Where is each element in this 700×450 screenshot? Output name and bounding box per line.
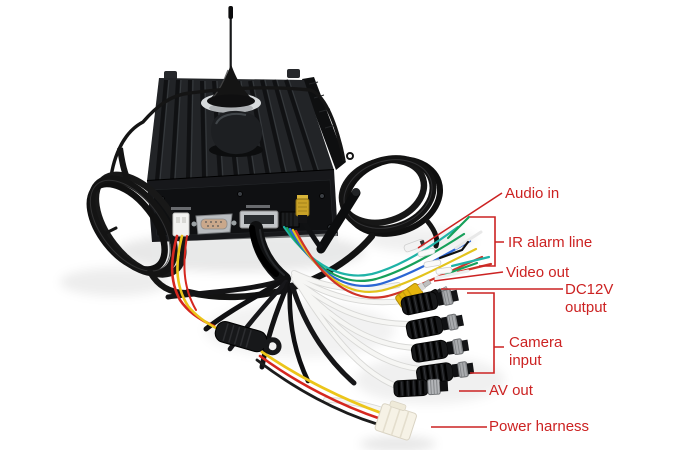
main-harness-port — [239, 210, 279, 229]
gps-cable — [108, 86, 346, 187]
leader-camera-bracket — [467, 292, 504, 374]
trunk-cable — [249, 221, 291, 286]
front-panel-connectors — [171, 195, 310, 237]
db9-connector — [191, 213, 237, 235]
alarm-wire-fan — [282, 215, 493, 299]
io-terminal-block — [280, 211, 300, 228]
camera-input-connectors — [400, 288, 475, 385]
label-power-harness: Power harness — [489, 418, 590, 435]
antenna-cable-coil-right — [184, 152, 444, 301]
leader-video-out — [433, 271, 504, 282]
sma-antenna-port — [295, 195, 310, 223]
gps-module — [209, 110, 263, 157]
av-out-connector — [393, 378, 449, 398]
label-av-out: AV out — [489, 382, 533, 399]
fuse-holder — [214, 321, 282, 356]
wire-sheaths — [403, 238, 453, 275]
label-ir-alarm-line: IR alarm line — [508, 234, 593, 251]
label-audio-in: Audio in — [505, 185, 560, 202]
antenna-lead-boot — [316, 188, 361, 254]
power-wiring — [170, 234, 386, 426]
antenna-cable-coil-left — [86, 147, 189, 296]
label-dc12v-output: DC12V output — [565, 281, 614, 316]
leader-ir-alarm-bracket — [470, 216, 504, 267]
label-camera-input: Camera input — [509, 334, 563, 369]
label-video-out: Video out — [506, 264, 570, 281]
antenna — [207, 6, 255, 108]
leader-audio-in — [417, 192, 503, 249]
power-harness-connector — [374, 400, 417, 441]
connector-cluster — [393, 279, 475, 398]
